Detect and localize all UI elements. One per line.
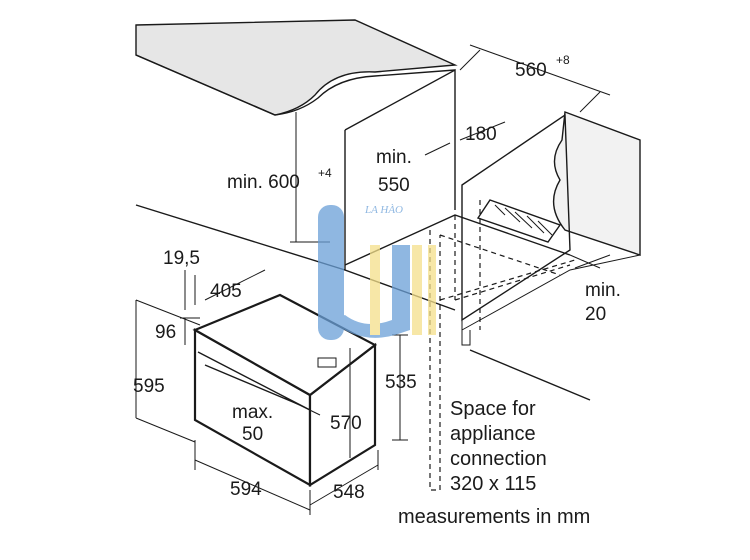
dim-cutout-width: 180 xyxy=(459,121,506,145)
countertop-front-edge xyxy=(135,54,456,116)
niche-right-panel xyxy=(461,113,571,322)
dim-front-height: 96 xyxy=(155,317,200,345)
watermark-text: LA HÀO xyxy=(364,204,403,216)
niche-back-edge xyxy=(344,68,456,210)
oven-width-label: 594 xyxy=(230,479,262,500)
oven-depth-label: 548 xyxy=(333,482,365,503)
dim-side-gap: min. 20 xyxy=(569,254,621,325)
niche-depth-min-line1: min. xyxy=(376,147,412,168)
oven-clip xyxy=(317,357,337,368)
dim-oven-depth: 548 xyxy=(309,450,379,506)
front-height-label: 96 xyxy=(155,322,176,343)
dim-oven-height: 595 xyxy=(133,299,201,443)
connection-line3: connection xyxy=(450,448,547,470)
door-gap-line1: max. xyxy=(232,402,273,423)
connection-space xyxy=(429,200,576,491)
floor-line-left xyxy=(135,204,346,271)
dim-niche-depth: 560 +8 xyxy=(459,44,611,113)
right-panel-bottom xyxy=(461,254,641,331)
panel-thickness-label: 19,5 xyxy=(163,248,200,269)
dim-oven-width: 594 xyxy=(194,440,311,515)
side-height-label: 535 xyxy=(385,372,417,393)
watermark-bar-yellow-1 xyxy=(370,245,380,335)
dim-panel-thickness: 19,5 xyxy=(163,248,200,310)
oven-top xyxy=(192,293,378,397)
dim-inner-height: 570 xyxy=(330,348,362,458)
niche-depth-min-line2: 550 xyxy=(378,175,410,196)
connection-note: Space for appliance connection 320 x 115 xyxy=(450,398,547,495)
right-panel-base xyxy=(461,320,471,346)
units-note: measurements in mm xyxy=(398,506,590,528)
niche-depth-tolerance: +8 xyxy=(556,53,570,67)
watermark-bar-yellow-2 xyxy=(412,245,422,335)
connection-line1: Space for xyxy=(450,398,536,420)
watermark-bar-blue xyxy=(318,205,344,340)
side-gap-line1: min. xyxy=(585,280,621,301)
watermark-u-shape xyxy=(330,245,410,338)
connection-line4: 320 x 115 xyxy=(450,473,536,495)
watermark-bar-yellow-3 xyxy=(428,245,436,335)
inner-height-label: 570 xyxy=(330,413,362,434)
right-cabinet-top xyxy=(552,111,641,256)
dim-top-offset: 405 xyxy=(204,269,266,302)
dim-niche-depth-min: min. 550 xyxy=(376,142,451,196)
oven-handle xyxy=(204,364,301,406)
watermark-logo: LA HÀO xyxy=(318,204,436,340)
cutout-width-label: 180 xyxy=(465,124,497,145)
dim-side-height: 535 xyxy=(385,334,417,441)
dim-niche-height: min. 600 +4 xyxy=(227,112,332,243)
oven-height-label: 595 xyxy=(133,376,165,397)
connection-line2: appliance xyxy=(450,423,536,445)
countertop xyxy=(135,19,458,116)
niche-height-label: min. 600 xyxy=(227,172,300,193)
connection-space-back xyxy=(454,215,571,301)
ventilation-cutout xyxy=(476,199,562,243)
floor-line-right xyxy=(469,349,591,401)
side-gap-line2: 20 xyxy=(585,304,606,325)
dim-door-gap: max. 50 xyxy=(232,397,321,445)
oven-door-top xyxy=(197,351,311,411)
door-gap-line2: 50 xyxy=(242,424,263,445)
niche-depth-label: 560 xyxy=(515,60,547,81)
niche-height-tolerance: +4 xyxy=(318,166,332,180)
top-offset-label: 405 xyxy=(210,281,242,302)
